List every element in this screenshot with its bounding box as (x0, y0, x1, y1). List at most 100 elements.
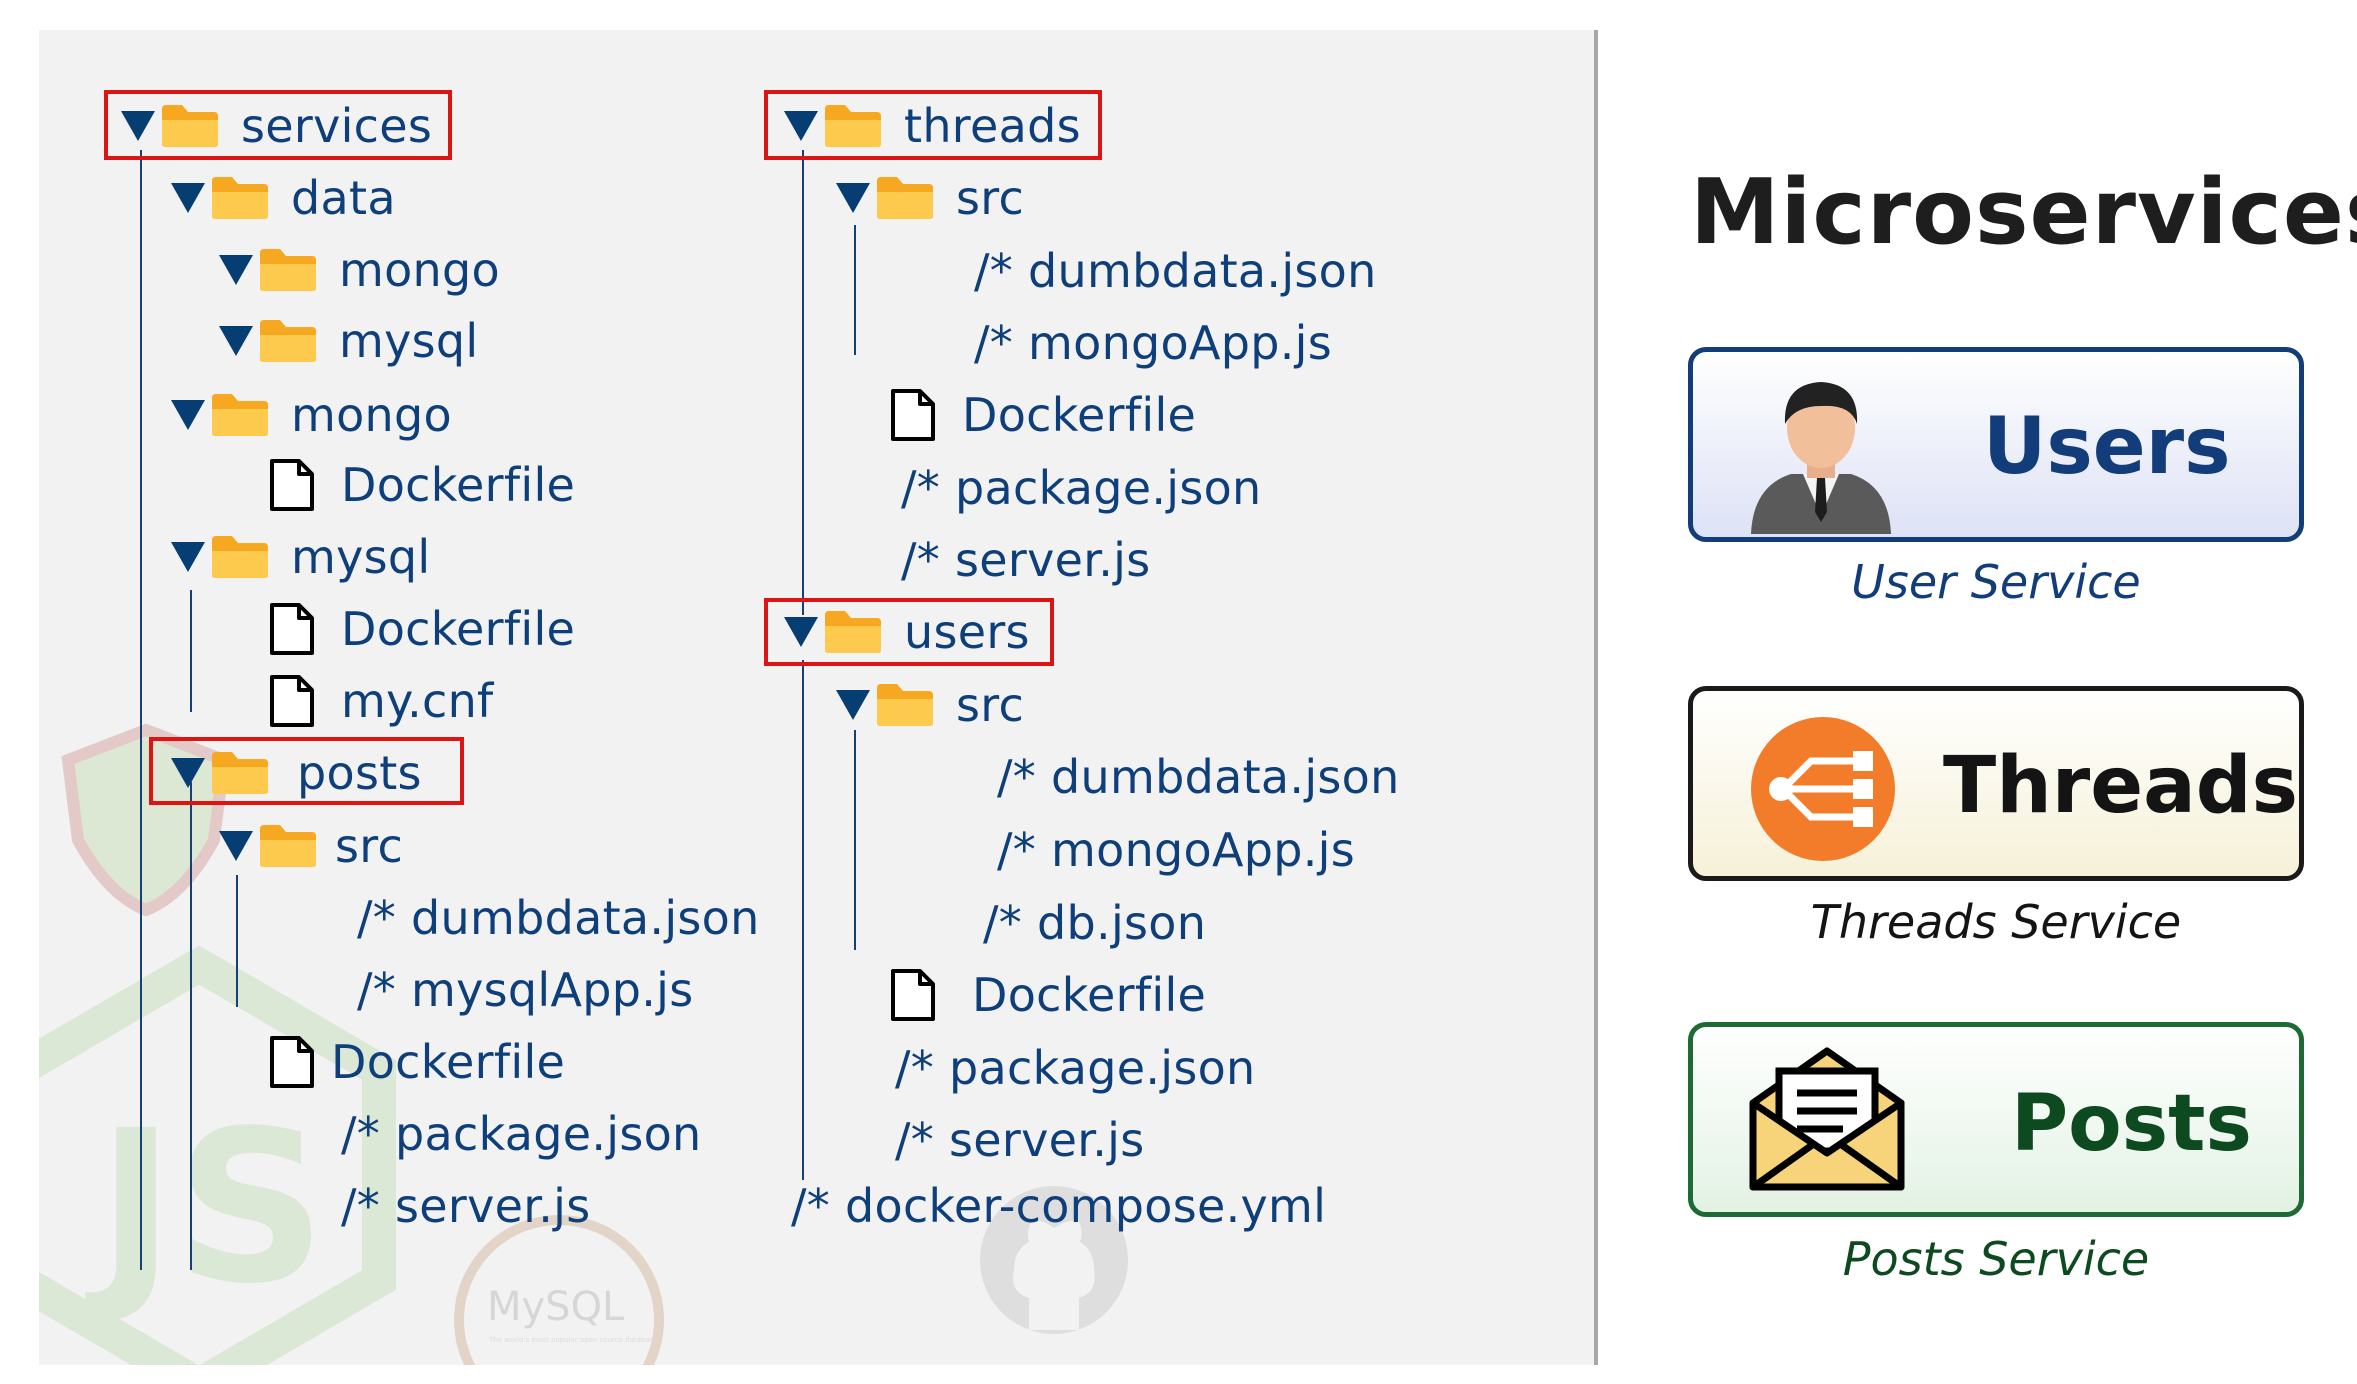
tree-file-users-package[interactable]: /* package.json (895, 1038, 1255, 1098)
highlight-services (104, 90, 452, 160)
tree-line-users (802, 660, 804, 1180)
expand-arrow-icon[interactable] (121, 111, 155, 141)
tree-folder-data-mongo[interactable]: mongo (219, 240, 500, 300)
tree-file-users-db[interactable]: /* db.json (983, 893, 1206, 953)
tree-file-users-dockerfile[interactable]: Dockerfile (890, 965, 1206, 1025)
folder-label: mysql (291, 530, 431, 584)
network-share-icon (1751, 717, 1895, 861)
tree-file-threads-mongoapp[interactable]: /* mongoApp.js (974, 313, 1332, 373)
folder-icon (260, 825, 316, 867)
expand-arrow-icon[interactable] (219, 831, 253, 861)
tree-line-services (140, 150, 142, 1270)
tree-folder-users-src[interactable]: src (836, 675, 1024, 735)
tree-file-threads-server[interactable]: /* server.js (901, 530, 1150, 590)
folder-icon (212, 394, 268, 436)
tree-file-threads-package[interactable]: /* package.json (901, 458, 1261, 518)
tree-file-posts-dumbdata[interactable]: /* dumbdata.json (357, 888, 760, 948)
file-label: /* server.js (895, 1113, 1145, 1167)
tree-file-threads-dumbdata[interactable]: /* dumbdata.json (974, 241, 1377, 301)
expand-arrow-icon[interactable] (219, 326, 253, 356)
threads-service-caption: Threads Service (1810, 895, 2182, 949)
tree-line-mysql (190, 590, 192, 712)
file-label: Dockerfile (341, 602, 576, 656)
expand-arrow-icon[interactable] (219, 255, 253, 285)
folder-label: src (335, 819, 404, 873)
folder-icon (825, 105, 881, 147)
file-label: Dockerfile (972, 968, 1207, 1022)
tree-folder-data[interactable]: data (171, 168, 396, 228)
envelope-letter-icon (1749, 1047, 1905, 1191)
expand-arrow-icon[interactable] (171, 400, 205, 430)
users-service-name: Users (1983, 402, 2231, 492)
file-label: /* package.json (341, 1107, 702, 1161)
file-icon (270, 675, 314, 727)
file-label: /* server.js (901, 533, 1151, 587)
tree-folder-posts[interactable]: posts (171, 743, 422, 803)
file-label: /* dumbdata.json (997, 750, 1400, 804)
file-icon (270, 459, 314, 511)
tree-folder-threads[interactable]: threads (784, 96, 1081, 156)
tree-file-threads-dockerfile[interactable]: Dockerfile (890, 385, 1196, 445)
file-icon (891, 389, 935, 441)
folder-icon (260, 249, 316, 291)
posts-service-caption: Posts Service (1842, 1232, 2150, 1286)
tree-line-threads (802, 150, 804, 615)
expand-arrow-icon[interactable] (836, 690, 870, 720)
threads-service-name: Threads (1943, 741, 2298, 831)
tree-file-mysql-dockerfile[interactable]: Dockerfile (269, 599, 575, 659)
tree-folder-users[interactable]: users (784, 602, 1030, 662)
file-label: /* db.json (983, 896, 1207, 950)
folder-label: mysql (339, 314, 479, 368)
folder-icon (260, 320, 316, 362)
tree-folder-mysql[interactable]: mysql (171, 527, 430, 587)
folder-icon (212, 177, 268, 219)
expand-arrow-icon[interactable] (784, 617, 818, 647)
tree-file-posts-dockerfile[interactable]: Dockerfile (269, 1032, 565, 1092)
tree-folder-threads-src[interactable]: src (836, 168, 1024, 228)
file-label: /* package.json (901, 461, 1262, 515)
tree-file-mysql-mycnf[interactable]: my.cnf (269, 671, 494, 731)
folder-label: mongo (291, 388, 452, 442)
tree-file-posts-server[interactable]: /* server.js (341, 1176, 590, 1236)
folder-label: src (956, 171, 1025, 225)
expand-arrow-icon[interactable] (171, 183, 205, 213)
tree-line-threads-src (854, 225, 856, 355)
folder-label: services (241, 99, 433, 153)
expand-arrow-icon[interactable] (836, 183, 870, 213)
file-label: /* server.js (341, 1179, 591, 1233)
posts-service-name: Posts (2011, 1079, 2252, 1169)
tree-line-posts-src (236, 875, 238, 1007)
folder-icon (825, 611, 881, 653)
folder-label: mongo (339, 243, 500, 297)
tree-line-posts (190, 782, 192, 1270)
threads-service-card: Threads (1688, 686, 2304, 881)
expand-arrow-icon[interactable] (171, 542, 205, 572)
file-icon (270, 1036, 314, 1088)
tree-folder-data-mysql[interactable]: mysql (219, 311, 478, 371)
highlight-threads (764, 90, 1102, 160)
panel-divider (1594, 30, 1598, 1365)
folder-label: users (904, 605, 1030, 659)
highlight-posts (149, 737, 464, 805)
tree-folder-mongo[interactable]: mongo (171, 385, 452, 445)
expand-arrow-icon[interactable] (171, 758, 205, 788)
tree-file-users-mongoapp[interactable]: /* mongoApp.js (997, 820, 1355, 880)
tree-file-mongo-dockerfile[interactable]: Dockerfile (269, 455, 575, 515)
tree-file-posts-package[interactable]: /* package.json (341, 1104, 701, 1164)
tree-file-docker-compose[interactable]: /* docker-compose.yml (791, 1176, 1326, 1236)
highlight-users (764, 598, 1054, 666)
file-label: /* dumbdata.json (974, 244, 1377, 298)
file-label: my.cnf (341, 674, 494, 728)
tree-folder-services[interactable]: services (121, 96, 432, 156)
users-service-caption: User Service (1851, 555, 2141, 609)
folder-icon (877, 177, 933, 219)
file-icon (891, 969, 935, 1021)
folder-label: src (956, 678, 1025, 732)
expand-arrow-icon[interactable] (784, 111, 818, 141)
tree-folder-posts-src[interactable]: src (219, 816, 403, 876)
tree-file-posts-mysqlapp[interactable]: /* mysqlApp.js (357, 960, 694, 1020)
tree-file-users-dumbdata[interactable]: /* dumbdata.json (997, 747, 1400, 807)
tree-file-users-server[interactable]: /* server.js (895, 1110, 1144, 1170)
folder-icon (877, 684, 933, 726)
businessman-avatar-icon (1751, 382, 1891, 534)
